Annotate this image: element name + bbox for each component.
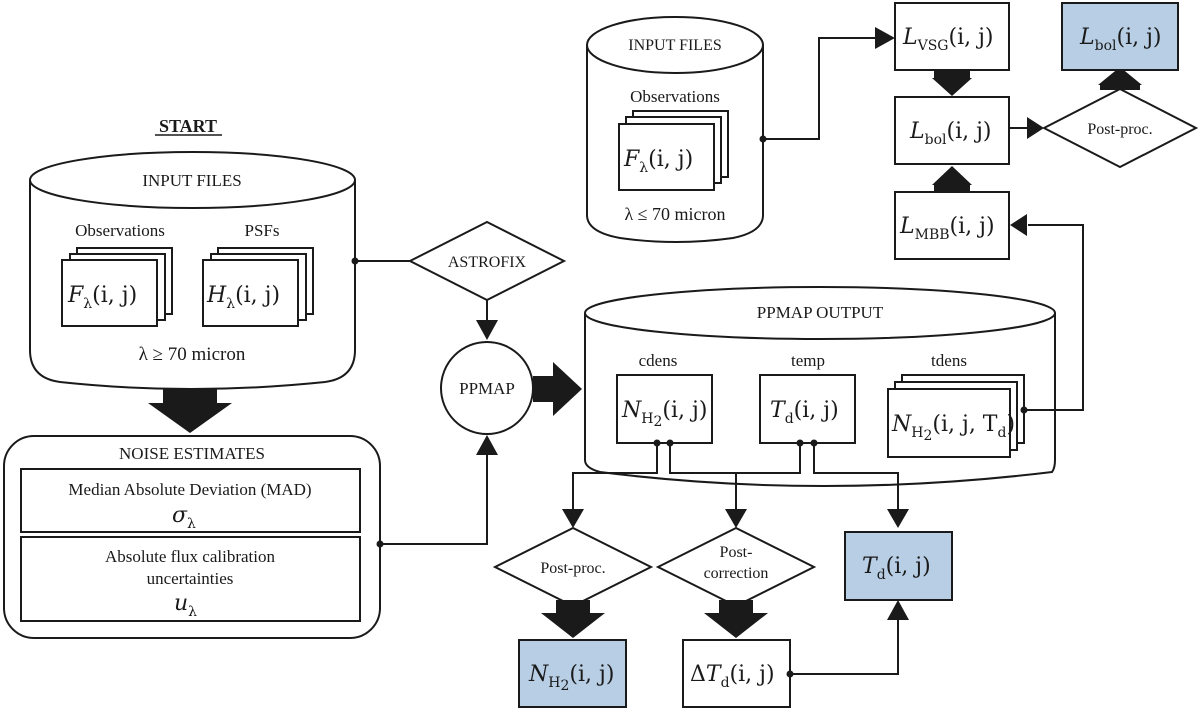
arrow-down-icon [887,509,909,528]
delta-td-symbol: ΔTd(i, j) [690,662,775,691]
noise-estimates-box[interactable]: NOISE ESTIMATES Median Absolute Deviatio… [3,435,381,639]
calibration-box [20,536,361,622]
calibration-label-line2: uncertainties [147,569,234,588]
result-nh2-box[interactable]: NH2(i, j) [518,639,627,708]
start-label: START [159,116,217,136]
ppmap-output-title: PPMAP OUTPUT [757,303,884,322]
delta-td-box[interactable]: ΔTd(i, j) [682,639,791,708]
junction-dot [786,670,794,678]
connector-cdens-postproc [572,443,658,512]
thick-arrow-down-icon [932,71,972,96]
post-correction-label-line2: correction [704,565,769,582]
junction-dot [810,439,818,447]
arrow-down-icon [725,509,747,528]
l-vsg-symbol: LVSG(i, j) [902,25,994,54]
arrow-left-icon [1010,214,1027,236]
observations-short-label: Observations [630,87,720,106]
input-range-short: λ ≤ 70 micron [624,204,725,224]
psfs-stack: Hλ(i, j) [202,247,314,327]
mad-symbol: σλ [172,503,196,532]
junction-dot [759,135,767,143]
connector-deltatd-td [790,620,899,675]
tdens-stack: NH2(i, j, Td) [887,374,1025,458]
junction-dot [351,257,359,265]
arrow-down-icon [476,320,498,340]
junction-dot [796,439,804,447]
observations-short-symbol: Fλ(i, j) [623,147,693,176]
junction-dot [666,439,674,447]
astrofix-label: ASTROFIX [448,254,527,271]
tdens-symbol: NH2(i, j, Td) [891,412,1015,444]
mad-label: Median Absolute Deviation (MAD) [68,480,311,499]
input-files-short-title: INPUT FILES [628,37,722,54]
connector-short-input-lvsg [763,37,876,140]
l-mbb-symbol: LMBB(i, j) [899,214,995,243]
cdens-symbol: NH2(i, j) [621,398,707,430]
thick-arrow-down-icon [148,388,232,433]
result-td-symbol: Td(i, j) [862,554,931,583]
calibration-label-line1: Absolute flux calibration [105,547,275,566]
arrow-up-icon [476,435,498,455]
post-proc-lbol-diamond[interactable]: Post-proc. [1041,87,1199,169]
thick-arrow-right-icon [533,362,582,416]
temp-label: temp [791,351,825,370]
result-lbol-symbol: Lbol(i, j) [1079,25,1162,54]
observations-stack: Fλ(i, j) [61,247,173,327]
l-mbb-box[interactable]: LMBB(i, j) [894,191,1010,260]
connector-tdens-lmbb [1024,224,1084,411]
thick-arrow-up-icon [1098,67,1142,90]
connector-temp-td [813,443,899,512]
psfs-label: PSFs [245,221,280,240]
result-td-box[interactable]: Td(i, j) [844,531,953,601]
observations-short-stack: Fλ(i, j) [618,110,729,191]
post-correction-diamond[interactable]: Post- correction [655,526,817,608]
result-nh2-symbol: NH2(i, j) [528,662,614,694]
arrow-down-icon [562,509,584,528]
junction-dot [653,439,661,447]
astrofix-diamond[interactable]: ASTROFIX [407,220,567,302]
l-bol-symbol: Lbol(i, j) [909,119,992,148]
input-files-main-title: INPUT FILES [142,171,241,190]
l-bol-box[interactable]: Lbol(i, j) [894,96,1010,165]
ppmap-node[interactable]: PPMAP [440,341,534,435]
thick-arrow-down-icon [704,600,768,638]
mad-box [20,468,361,533]
tdens-label: tdens [931,351,967,370]
temp-symbol: Td(i, j) [770,398,839,427]
cdens-box [616,374,713,444]
psfs-symbol: Hλ(i, j) [206,283,280,312]
temp-box [759,374,856,444]
arrow-right-icon [1027,117,1044,139]
post-proc-cdens-label: Post-proc. [540,560,605,577]
l-vsg-box[interactable]: LVSG(i, j) [894,2,1010,71]
thick-arrow-up-icon [932,166,972,192]
connector-noise-ppmap [380,455,488,545]
post-proc-lbol-label: Post-proc. [1087,121,1152,138]
cdens-label: cdens [639,351,678,370]
thick-arrow-down-icon [541,600,605,638]
observations-symbol: Fλ(i, j) [67,283,137,312]
ppmap-label: PPMAP [459,379,515,398]
observations-label: Observations [75,221,165,240]
result-lbol-box[interactable]: Lbol(i, j) [1061,2,1179,71]
post-proc-cdens-diamond[interactable]: Post-proc. [492,526,654,608]
arrow-right-icon [875,27,895,49]
input-files-main-cylinder[interactable]: INPUT FILES Observations PSFs Fλ(i, j) H… [29,151,356,390]
arrow-up-icon [887,600,909,620]
junction-dot [1020,406,1028,414]
ppmap-output-cylinder[interactable]: PPMAP OUTPUT cdens NH2(i, j) temp Td(i, … [584,286,1056,487]
input-files-short-cylinder[interactable]: INPUT FILES Observations Fλ(i, j) λ ≤ 70… [586,16,764,243]
noise-estimates-title: NOISE ESTIMATES [119,444,265,463]
input-range-main: λ ≥ 70 micron [139,344,246,365]
calibration-symbol: uλ [174,591,197,620]
post-correction-label-line1: Post- [720,544,753,561]
junction-dot [376,540,384,548]
